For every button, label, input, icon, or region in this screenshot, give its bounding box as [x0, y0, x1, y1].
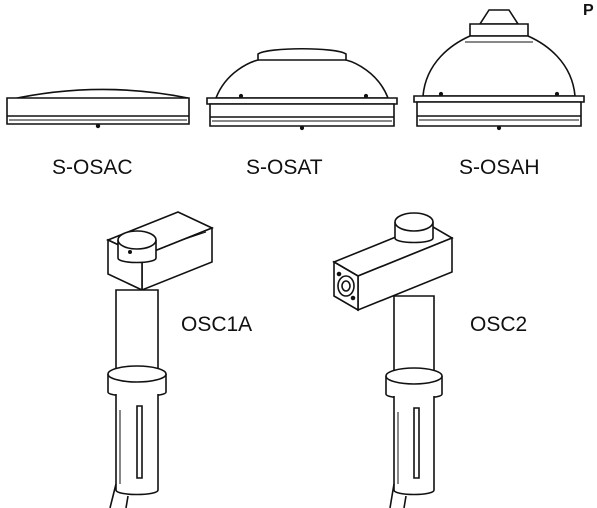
- osc1a-label: OSC1A: [181, 313, 253, 336]
- s-osah-label: S-OSAH: [459, 156, 540, 179]
- osc2-label: OSC2: [470, 313, 528, 336]
- corner-letter: P: [583, 2, 594, 19]
- s-osat-label: S-OSAT: [246, 156, 323, 179]
- s-osac-label: S-OSAC: [52, 156, 133, 179]
